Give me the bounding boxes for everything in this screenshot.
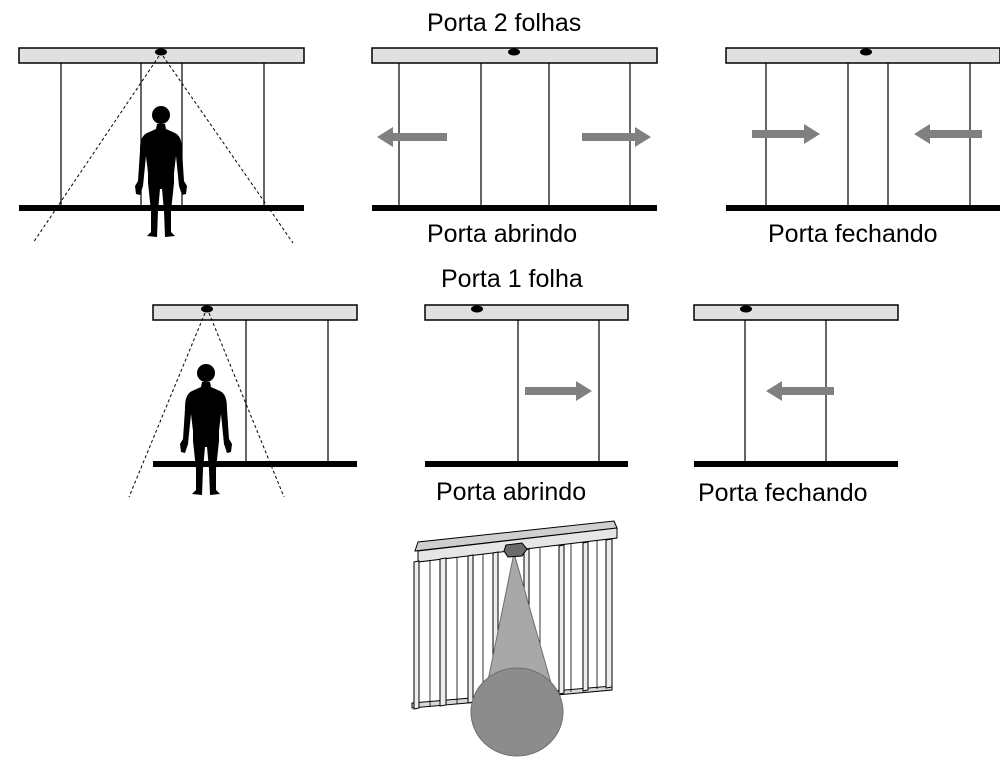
header-bar bbox=[725, 47, 1000, 64]
floor bbox=[694, 461, 898, 467]
detection-line-left bbox=[128, 312, 206, 498]
detection-area bbox=[470, 667, 564, 757]
perspective-door-illustration bbox=[411, 520, 618, 757]
sensor-icon bbox=[155, 48, 167, 56]
arrow-right-icon bbox=[582, 127, 651, 147]
one-leaf-detection-panel bbox=[128, 304, 358, 498]
arrow-left-icon bbox=[377, 127, 447, 147]
two-leaf-floor bbox=[19, 205, 304, 211]
title-two-leaf: Porta 2 folhas bbox=[427, 9, 582, 37]
floor bbox=[425, 461, 628, 467]
sensor-icon bbox=[201, 305, 213, 313]
floor bbox=[372, 205, 657, 211]
title-one-leaf: Porta 1 folha bbox=[441, 265, 583, 293]
caption-opening-two-leaf: Porta abrindo bbox=[427, 220, 578, 248]
caption-closing-two-leaf: Porta fechando bbox=[768, 220, 938, 248]
arrow-right-icon bbox=[752, 124, 820, 144]
two-leaf-opening-panel bbox=[371, 47, 658, 211]
sensor-icon bbox=[508, 48, 520, 56]
detection-line-right bbox=[162, 55, 294, 244]
caption-opening-one-leaf: Porta abrindo bbox=[436, 478, 587, 506]
arrow-right-icon bbox=[525, 381, 592, 401]
header-bar bbox=[424, 304, 629, 321]
caption-closing-one-leaf: Porta fechando bbox=[698, 479, 868, 507]
arrow-left-icon bbox=[914, 124, 982, 144]
one-leaf-closing-panel bbox=[693, 304, 899, 467]
two-leaf-closing-panel bbox=[725, 47, 1000, 211]
floor bbox=[153, 461, 357, 467]
header-bar bbox=[371, 47, 658, 64]
detection-line-left bbox=[32, 55, 160, 244]
sensor-icon bbox=[860, 48, 872, 56]
person-icon bbox=[135, 106, 187, 237]
floor bbox=[726, 205, 1000, 211]
two-leaf-header-bar bbox=[18, 47, 305, 64]
sensor-icon bbox=[471, 305, 483, 313]
arrow-left-icon bbox=[766, 381, 834, 401]
person-icon bbox=[180, 364, 232, 495]
sensor-icon bbox=[503, 542, 528, 558]
detection-line-right bbox=[208, 312, 285, 498]
sensor-icon bbox=[740, 305, 752, 313]
header-bar bbox=[152, 304, 358, 321]
one-leaf-opening-panel bbox=[424, 304, 629, 467]
two-leaf-detection-panel bbox=[18, 47, 305, 244]
header-bar bbox=[693, 304, 899, 321]
